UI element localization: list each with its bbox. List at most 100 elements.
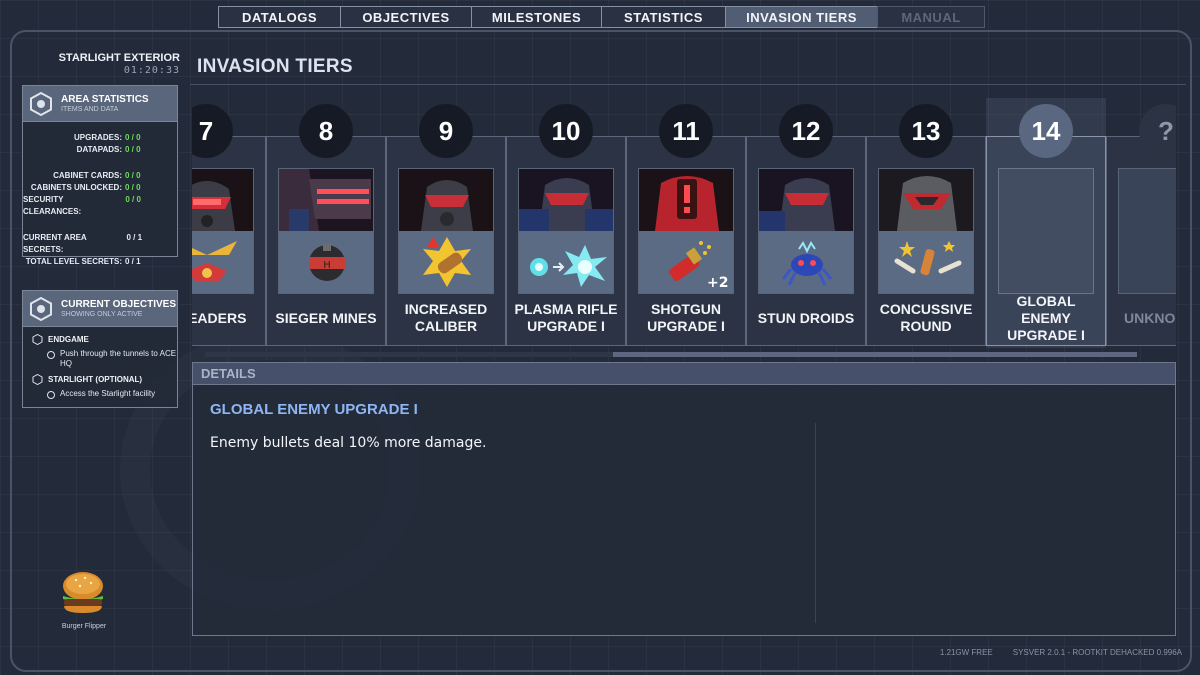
tier-art-empty (998, 168, 1094, 294)
tier-number: 9 (419, 104, 473, 158)
circle-icon (47, 351, 55, 359)
tier-label: STUN DROIDS (757, 309, 855, 326)
play-time: 01:20:33 (123, 65, 180, 76)
tab-invasion-tiers[interactable]: INVASION TIERS (725, 6, 878, 28)
tier-card-13[interactable]: 13 CONCUSSIVE ROUND (866, 98, 986, 348)
window-frame (10, 30, 1192, 672)
svg-text:?: ? (1175, 198, 1176, 268)
hexagon-icon (32, 334, 43, 345)
circle-icon (47, 391, 55, 399)
tier-label: SHOTGUN UPGRADE I (647, 301, 725, 334)
tier-label: PLASMA RIFLE UPGRADE I (514, 301, 618, 334)
tier-card-8[interactable]: 8 H SIEGER MINES (266, 98, 386, 348)
svg-text:+2: +2 (707, 275, 728, 291)
stun-droid-icon (759, 231, 853, 293)
tier-card-12[interactable]: 12 STUN DROIDS (746, 98, 866, 348)
details-panel: DETAILS GLOBAL ENEMY UPGRADE I Enemy bul… (192, 362, 1176, 636)
tier-art: +2 (638, 168, 734, 294)
hex-emblem-icon (29, 91, 53, 116)
stat-cabinets-unlocked: CABINETS UNLOCKED:0 / 0 (30, 183, 141, 192)
title-divider (190, 84, 1186, 85)
objective-starlight-task: Access the Starlight facility (47, 389, 177, 399)
unknown-question-icon: ? (1118, 168, 1176, 294)
tier-card-10[interactable]: 10 PLASMA RIFLE UPGRADE I (506, 98, 626, 348)
leader-rank-icon (192, 231, 253, 293)
tier-card-11[interactable]: 11 +2 SHOTGUN UPGRADE I (626, 98, 746, 348)
hexagon-icon (32, 374, 43, 385)
page-title: INVASION TIERS (197, 56, 353, 77)
tier-art (518, 168, 614, 294)
tab-manual[interactable]: MANUAL (877, 6, 985, 28)
tier-art (192, 168, 254, 294)
details-description: Enemy bullets deal 10% more damage. (210, 435, 487, 451)
stat-security-clearances: SECURITY CLEARANCES:0 / 0 (23, 195, 141, 216)
top-tab-bar: DATALOGS OBJECTIVES MILESTONES STATISTIC… (218, 6, 985, 28)
tier-label: D LEADERS (192, 309, 247, 326)
concussive-round-icon (879, 231, 973, 293)
tier-art: H (278, 168, 374, 294)
stat-datapads: DATAPADS:0 / 0 (76, 145, 141, 154)
objective-starlight[interactable]: STARLIGHT (OPTIONAL) (23, 374, 177, 385)
player-title: Burger Flipper (61, 623, 107, 630)
system-version: SYSVER 2.0.1 - ROOTKIT DEHACKED 0.996A (1012, 648, 1182, 657)
tab-milestones[interactable]: MILESTONES (471, 6, 602, 28)
enemy-portrait-icon (519, 169, 613, 231)
tier-number: 12 (779, 104, 833, 158)
area-statistics-title: AREA STATISTICS (61, 93, 149, 105)
enemy-portrait-icon (879, 169, 973, 231)
tier-card-7[interactable]: 7 D LEADERS (192, 98, 266, 348)
tab-statistics[interactable]: STATISTICS (601, 6, 726, 28)
mine-icon: H (279, 231, 373, 293)
tier-number: 13 (899, 104, 953, 158)
current-objectives-title: CURRENT OBJECTIVES (61, 298, 177, 310)
shotgun-shell-icon: +2 (639, 231, 733, 293)
tab-datalogs[interactable]: DATALOGS (218, 6, 341, 28)
current-objectives-header: CURRENT OBJECTIVES SHOWING ONLY ACTIVE (23, 291, 177, 327)
storage-free: 1.21GW FREE (939, 648, 993, 657)
details-title: GLOBAL ENEMY UPGRADE I (210, 401, 418, 418)
details-header: DETAILS (193, 363, 1175, 385)
bullet-caliber-icon (399, 231, 493, 293)
area-statistics-subtitle: ITEMS AND DATA (61, 105, 119, 113)
tier-art (758, 168, 854, 294)
objective-endgame-task: Push through the tunnels to ACE HQ (47, 349, 177, 369)
stat-upgrades: UPGRADES:0 / 0 (73, 133, 141, 142)
tier-art (878, 168, 974, 294)
plasma-upgrade-icon (519, 231, 613, 293)
enemy-portrait-icon (399, 169, 493, 231)
system-footer: 1.21GW FREE SYSVER 2.0.1 - ROOTKIT DEHAC… (940, 648, 1182, 657)
area-statistics-header: AREA STATISTICS ITEMS AND DATA (23, 86, 177, 122)
location-name: STARLIGHT EXTERIOR (58, 52, 180, 64)
current-objectives-subtitle: SHOWING ONLY ACTIVE (61, 310, 143, 318)
tier-label: CONCUSSIVE ROUND (879, 301, 973, 334)
tier-card-unknown[interactable]: ? ? UNKNO (1106, 98, 1176, 348)
stat-level-secrets: TOTAL LEVEL SECRETS:0 / 1 (25, 257, 141, 266)
details-divider (815, 423, 816, 623)
tier-card-9[interactable]: 9 INCREASED CALIBER (386, 98, 506, 348)
objective-endgame[interactable]: ENDGAME (23, 334, 177, 345)
tier-card-14[interactable]: 14 GLOBAL ENEMY UPGRADE I (986, 98, 1106, 348)
carousel-scrollbar[interactable] (205, 352, 1137, 357)
tier-label: GLOBAL ENEMY UPGRADE I (1007, 292, 1085, 343)
tier-art (398, 168, 494, 294)
area-statistics-panel: AREA STATISTICS ITEMS AND DATA UPGRADES:… (22, 85, 178, 266)
tier-label: UNKNO (1124, 309, 1176, 326)
stat-area-secrets: CURRENT AREA SECRETS:0 / 1 (23, 233, 143, 254)
stat-cabinet-cards: CABINET CARDS:0 / 0 (53, 171, 141, 180)
hex-emblem-icon (29, 296, 53, 321)
tier-number: 11 (659, 104, 713, 158)
burger-avatar-icon (58, 570, 108, 616)
enemy-portrait-icon (759, 169, 853, 231)
tier-number: 14 (1019, 104, 1073, 158)
scrollbar-thumb[interactable] (613, 352, 1137, 357)
tier-carousel[interactable]: 7 D LEADERS 8 H SIEGER MINES 9 (192, 98, 1176, 350)
tier-number: 8 (299, 104, 353, 158)
tier-label: INCREASED CALIBER (404, 301, 488, 334)
enemy-portrait-icon (279, 169, 373, 231)
tier-number: 10 (539, 104, 593, 158)
current-objectives-panel: CURRENT OBJECTIVES SHOWING ONLY ACTIVE E… (22, 290, 178, 408)
tier-label: SIEGER MINES (275, 309, 377, 326)
enemy-portrait-icon (639, 169, 733, 231)
tab-objectives[interactable]: OBJECTIVES (340, 6, 472, 28)
enemy-portrait-icon (192, 169, 253, 231)
